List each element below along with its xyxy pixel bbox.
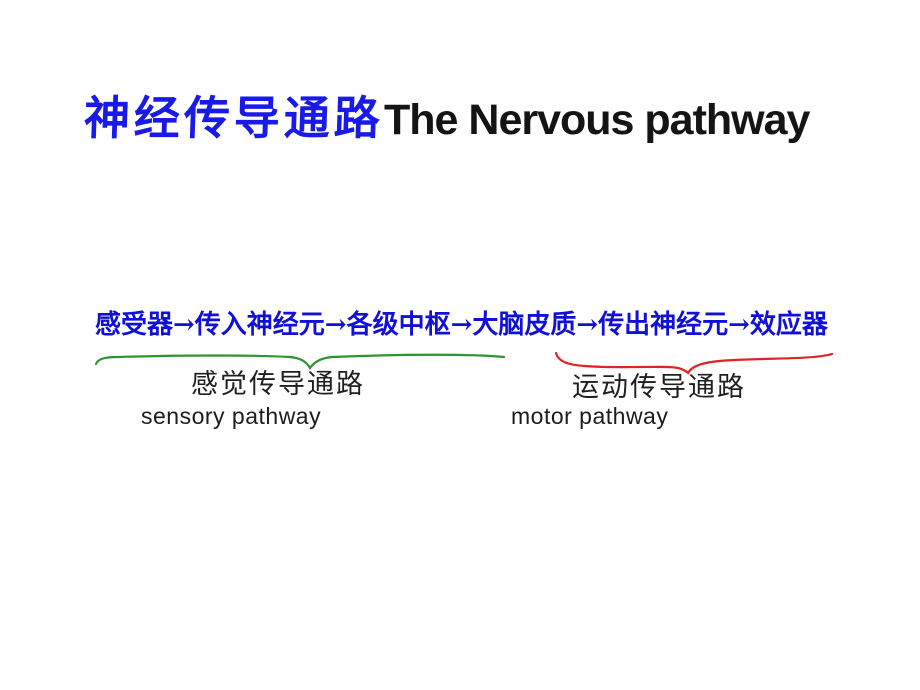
slide-title-chinese: 神经传导通路 [82,91,385,145]
sensory-pathway-label-chinese: 感觉传导通路 [191,369,365,400]
sensory-underbrace-path [94,353,506,371]
slide-title-english: The Nervous pathway [384,96,810,144]
pathway-flow-text: 感受器→传入神经元→各级中枢→大脑皮质→传出神经元→效应器 [95,310,828,340]
sensory-underbrace [94,353,506,371]
motor-underbrace-path [554,351,834,375]
motor-pathway-label-chinese: 运动传导通路 [572,372,746,403]
sensory-pathway-label-english: sensory pathway [141,403,322,429]
motor-pathway-label-english: motor pathway [511,403,669,429]
motor-underbrace [554,351,834,375]
